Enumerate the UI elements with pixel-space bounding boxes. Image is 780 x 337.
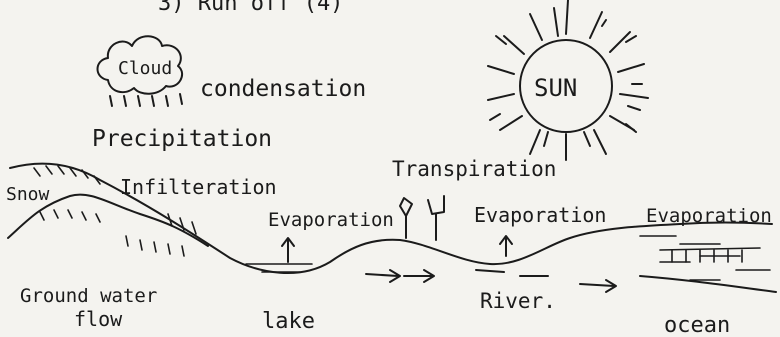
plant-icon xyxy=(400,196,444,240)
sun-label: SUN xyxy=(534,74,577,102)
ocean-floor xyxy=(640,276,776,292)
infiltration-label: Infilteration xyxy=(120,175,277,199)
evaporation-arrow-river xyxy=(500,236,512,256)
evaporation-arrow-lake xyxy=(282,238,294,262)
cloud-label: Cloud xyxy=(118,58,172,79)
river-label: River. xyxy=(480,289,556,313)
lake-label: lake xyxy=(262,309,315,334)
evaporation-label-river: Evaporation xyxy=(474,203,606,227)
evaporation-label-lake: Evaporation xyxy=(268,209,394,231)
groundwater-flow-label: flow xyxy=(74,307,123,331)
precipitation-label: Precipitation xyxy=(92,126,272,152)
ocean-label: ocean xyxy=(664,313,730,337)
groundwater-label: Ground water xyxy=(20,285,157,307)
precipitation-lines xyxy=(110,94,182,106)
heading-text: 3) Run off (4) xyxy=(158,0,343,16)
evaporation-label-ocean: Evaporation xyxy=(646,205,772,227)
ocean-water xyxy=(640,236,770,280)
snow-label: Snow xyxy=(6,184,50,205)
condensation-label: condensation xyxy=(200,76,366,102)
transpiration-label: Transpiration xyxy=(392,157,556,181)
